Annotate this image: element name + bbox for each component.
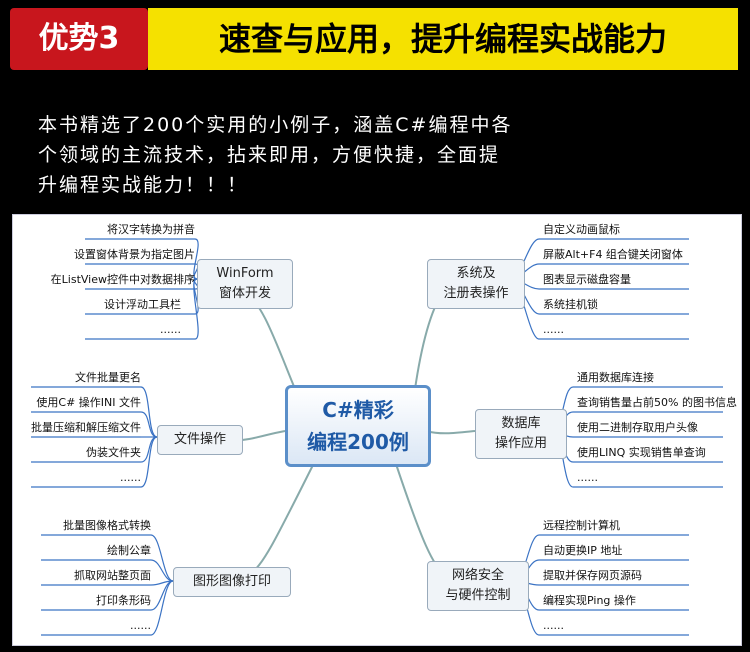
leaf: ...... <box>160 323 181 336</box>
leaf: ...... <box>577 471 598 484</box>
leaf: 使用LINQ 实现销售单查询 <box>577 446 706 459</box>
leaf: 查询销售量占前50% 的图书信息 <box>577 396 737 409</box>
leaf: 设置窗体背景为指定图片 <box>74 248 195 261</box>
branch-system: 系统及 注册表操作 <box>427 259 525 309</box>
connector-line <box>150 559 174 582</box>
leaf: 伪装文件夹 <box>86 446 141 459</box>
connector-line <box>193 238 199 280</box>
leaf: 设计浮动工具栏 <box>104 298 181 311</box>
leaf: 图表显示磁盘容量 <box>543 273 631 286</box>
leaf: ...... <box>130 619 151 632</box>
leaf: 屏蔽Alt+F4 组合键关闭窗体 <box>543 248 683 261</box>
leaf: 绘制公章 <box>107 544 151 557</box>
advantage-badge: 优势3 <box>10 8 148 70</box>
leaf: ...... <box>543 323 564 336</box>
leaf: 将汉字转换为拼音 <box>107 223 195 236</box>
banner-title: 速查与应用，提升编程实战能力 <box>148 8 738 70</box>
leaf: 远程控制计算机 <box>543 519 620 532</box>
connector-line <box>140 411 158 438</box>
branch-graphics: 图形图像打印 <box>173 567 291 597</box>
connector-line <box>150 580 174 636</box>
mind-map-links <box>31 238 723 636</box>
branch-file: 文件操作 <box>157 425 243 455</box>
leaf: 抓取网站整页面 <box>74 569 151 582</box>
connector-line <box>394 460 446 576</box>
leaf: 系统挂机锁 <box>543 298 598 311</box>
mind-map: C#精彩 编程200例 WinForm 窗体开发 文件操作 图形图像打印 系统及… <box>12 214 742 646</box>
connector-line <box>248 460 316 576</box>
connector-line <box>150 534 174 582</box>
leaf: 通用数据库连接 <box>577 371 654 384</box>
branch-winform: WinForm 窗体开发 <box>197 259 293 309</box>
leaf: 提取并保存网页源码 <box>543 569 642 582</box>
leaf: 批量压缩和解压缩文件 <box>31 421 141 434</box>
leaf: 批量图像格式转换 <box>63 519 151 532</box>
leaf: 使用二进制存取用户头像 <box>577 421 698 434</box>
leaf: 使用C# 操作INI 文件 <box>36 396 141 409</box>
center-node: C#精彩 编程200例 <box>285 385 431 467</box>
leaf: 编程实现Ping 操作 <box>543 594 636 607</box>
intro-text: 本书精选了200个实用的小例子，涵盖C#编程中各 个领域的主流技术，拈来即用，方… <box>38 114 513 196</box>
branch-network: 网络安全 与硬件控制 <box>427 561 529 611</box>
connector-line <box>193 278 199 340</box>
leaf: ...... <box>120 471 141 484</box>
leaf: 文件批量更名 <box>75 371 141 384</box>
connector-line <box>140 436 158 488</box>
branch-database: 数据库 操作应用 <box>475 409 567 459</box>
leaf: 在ListView控件中对数据排序 <box>50 273 195 286</box>
leaf: 打印条形码 <box>96 594 151 607</box>
leaf: ...... <box>543 619 564 632</box>
connector-line <box>424 430 476 435</box>
banner: 优势3 速查与应用，提升编程实战能力 <box>0 0 750 78</box>
leaf: 自动更换IP 地址 <box>543 544 623 557</box>
connector-line <box>140 386 158 438</box>
leaf: 自定义动画鼠标 <box>543 223 620 236</box>
